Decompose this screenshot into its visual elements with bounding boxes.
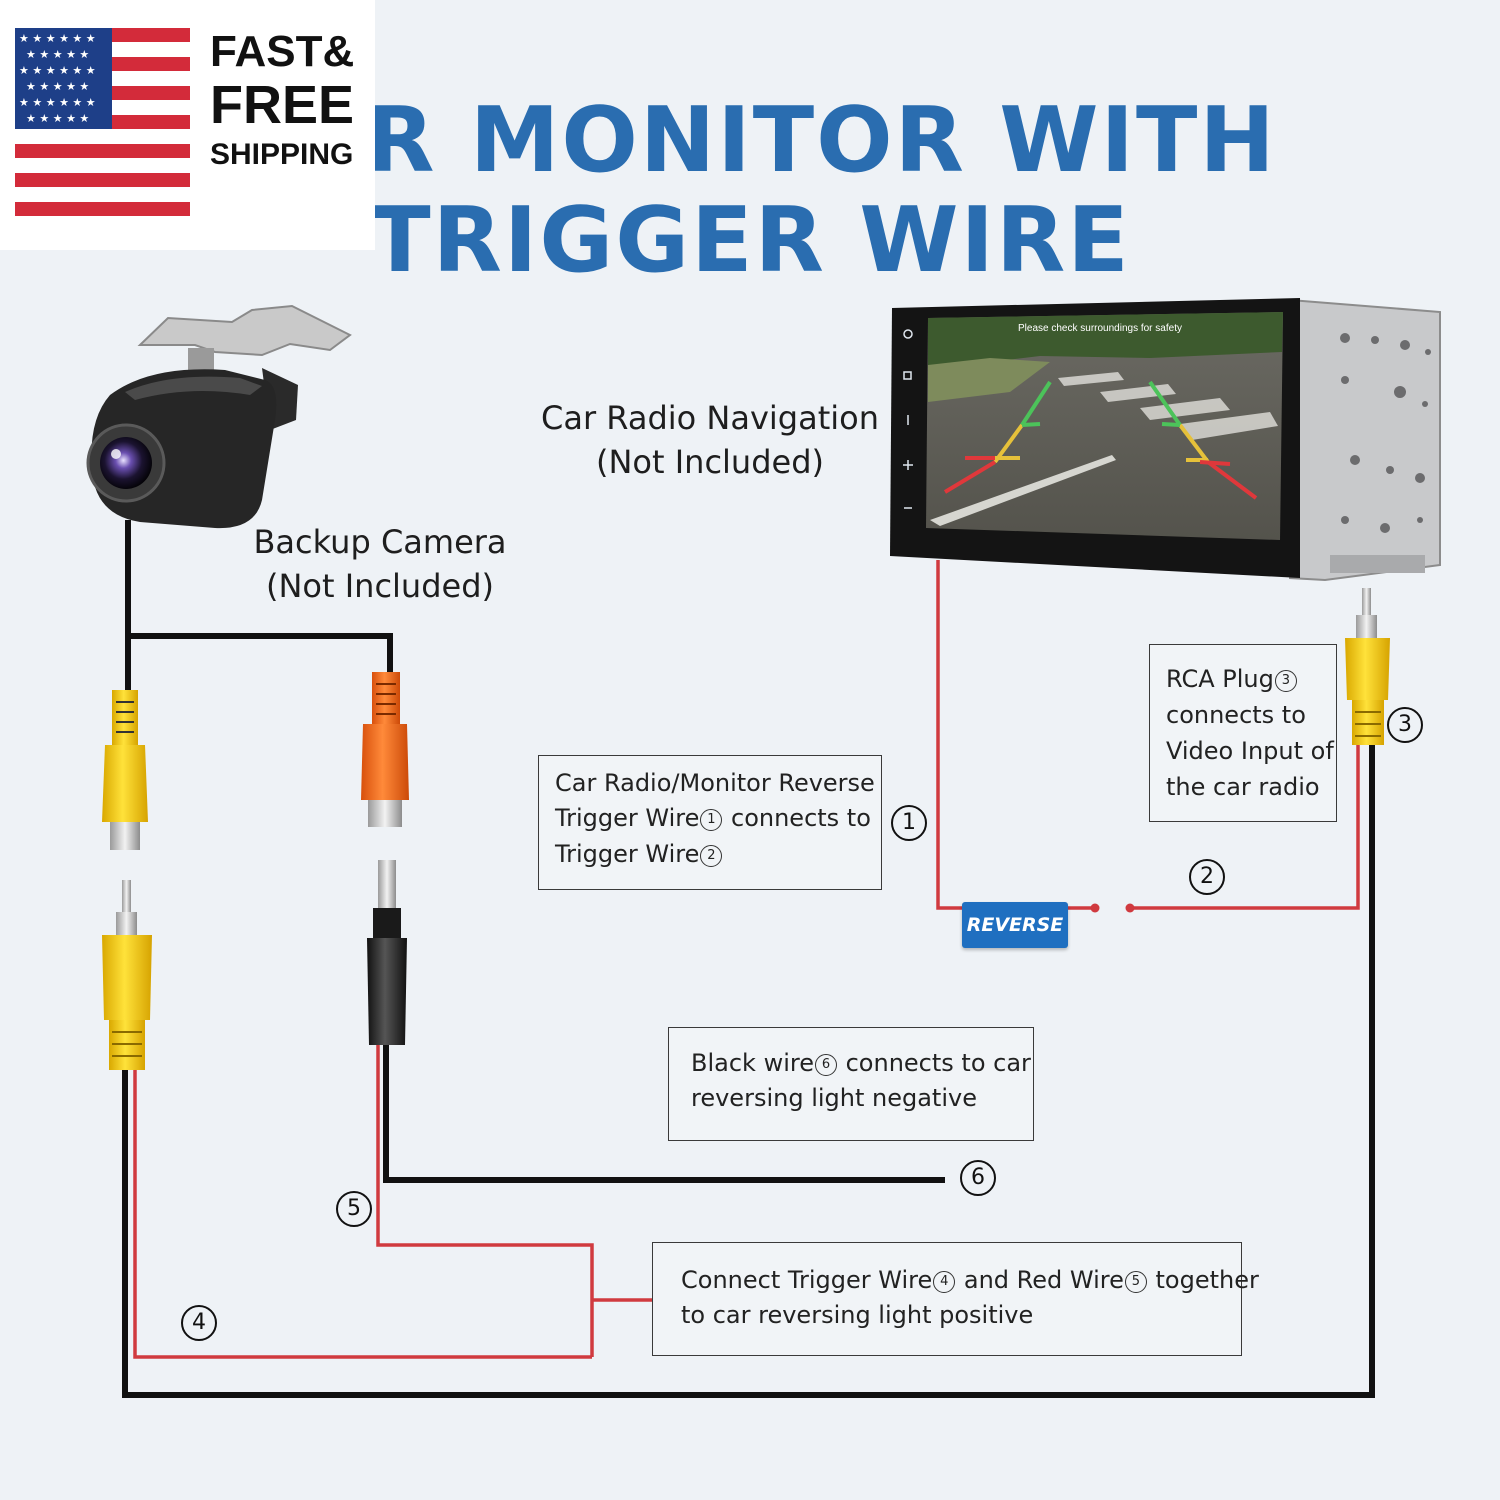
rca-female-orange <box>361 672 409 827</box>
connect-note-line2: to car reversing light positive <box>681 1301 1034 1330</box>
car-radio-label: Car Radio Navigation (Not Included) <box>540 396 880 484</box>
red-wire-5 <box>376 1045 594 1357</box>
marker-5-inline: 5 <box>1124 1271 1147 1293</box>
trigger-wire-1-tip <box>1090 903 1100 913</box>
radio-chassis <box>1289 298 1441 582</box>
rca-male-radio <box>1345 588 1390 745</box>
reverse-tag: REVERSE <box>962 902 1068 948</box>
svg-text:★ ★ ★ ★ ★: ★ ★ ★ ★ ★ <box>26 48 89 61</box>
car-radio: Please check surroundings for safety <box>890 298 1441 582</box>
badge-free: FREE <box>210 75 355 135</box>
camera-lens-glint <box>111 449 121 459</box>
backup-camera-label-line2: (Not Included) <box>266 567 494 606</box>
screen-caption: Please check surroundings for safety <box>1018 323 1182 334</box>
camera-branch-cable <box>128 633 393 675</box>
rca-note-line2: connects to <box>1166 701 1306 729</box>
car-radio-label-line1: Car Radio Navigation <box>541 399 879 437</box>
shipping-badge: ★ ★ ★ ★ ★ ★ ★ ★ ★ ★ ★ ★ ★ ★ ★ ★ ★ ★ ★ ★ … <box>0 0 375 250</box>
rca-male-yellow <box>102 880 152 1070</box>
screen-hedge <box>928 312 1283 370</box>
screen-lawn <box>928 358 1050 402</box>
trigger-wire-2-tip <box>1125 903 1135 913</box>
black-wire-6 <box>383 1045 945 1183</box>
trigger-wire-2 <box>1130 745 1360 910</box>
rca-female-yellow <box>102 690 148 850</box>
camera-highlight <box>125 376 262 400</box>
marker-4-inline: 4 <box>933 1271 956 1293</box>
camera-bracket <box>137 304 352 357</box>
marker-4: 4 <box>181 1305 217 1341</box>
us-flag-icon: ★ ★ ★ ★ ★ ★ ★ ★ ★ ★ ★ ★ ★ ★ ★ ★ ★ ★ ★ ★ … <box>15 28 190 216</box>
marker-6-inline: 6 <box>814 1054 837 1076</box>
parking-guides <box>943 380 1258 500</box>
backup-camera <box>86 304 352 529</box>
title-line-1: FOR MONITOR WITH <box>223 88 1277 193</box>
marker-3-inline: 3 <box>1274 670 1297 692</box>
marker-1-inline: 1 <box>700 809 723 832</box>
chassis-bracket <box>1330 555 1425 573</box>
camera-lens <box>100 437 152 489</box>
rca-note-line4: the car radio <box>1166 773 1320 801</box>
svg-text:★ ★ ★ ★ ★ ★: ★ ★ ★ ★ ★ ★ <box>19 64 96 77</box>
svg-text:★ ★ ★ ★ ★ ★: ★ ★ ★ ★ ★ ★ <box>19 32 96 45</box>
car-radio-label-line2: (Not Included) <box>596 443 824 482</box>
badge-fast: FAST& <box>210 27 355 76</box>
black-note-line2: reversing light negative <box>691 1084 977 1113</box>
trigger-note-line1: Car Radio/Monitor Reverse <box>555 769 875 797</box>
svg-text:★ ★ ★ ★ ★: ★ ★ ★ ★ ★ <box>26 112 89 125</box>
dc-plug <box>367 860 407 1045</box>
marker-6: 6 <box>960 1160 996 1196</box>
trigger-wire-1 <box>936 560 965 910</box>
svg-text:★ ★ ★ ★ ★: ★ ★ ★ ★ ★ <box>26 80 89 93</box>
chassis-holes <box>1340 333 1431 533</box>
video-cable <box>122 745 1375 1398</box>
marker-2: 2 <box>1189 859 1225 895</box>
crosswalk <box>1058 372 1278 440</box>
svg-text:★ ★ ★ ★ ★ ★: ★ ★ ★ ★ ★ ★ <box>19 96 96 109</box>
side-buttons <box>903 329 913 509</box>
marker-1: 1 <box>891 805 927 841</box>
rca-note-line3: Video Input of <box>1166 737 1334 765</box>
backup-camera-label: Backup Camera (Not Included) <box>245 520 515 608</box>
marker-2-inline: 2 <box>700 844 723 867</box>
marker-3: 3 <box>1387 707 1423 743</box>
road-line <box>930 455 1116 526</box>
trigger-wire-4 <box>133 1070 592 1359</box>
marker-5: 5 <box>336 1191 372 1227</box>
title-line-2: TRIGGER WIRE <box>369 188 1131 293</box>
red-wires <box>133 560 1360 1359</box>
black-wires <box>122 520 1375 1398</box>
badge-shipping: SHIPPING <box>210 138 354 171</box>
backup-camera-label-line1: Backup Camera <box>253 523 507 561</box>
